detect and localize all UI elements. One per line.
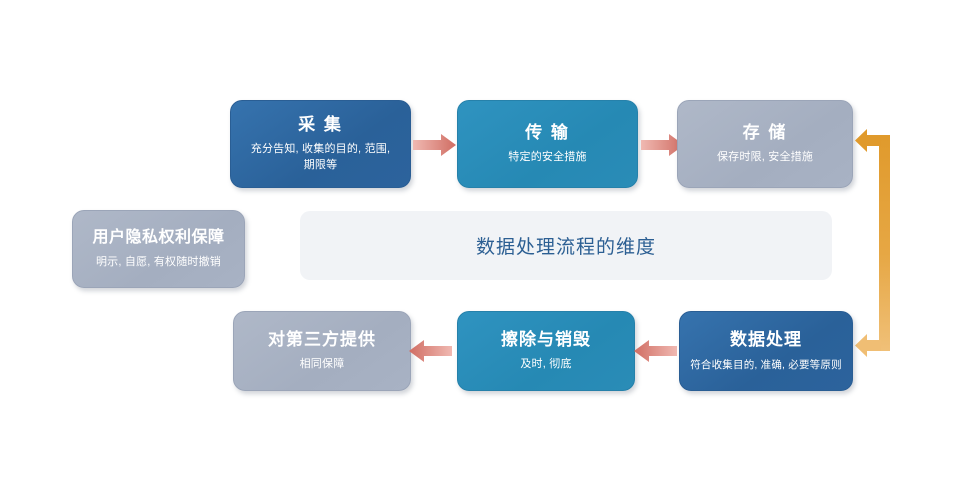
process-box-title: 对第三方提供 xyxy=(268,329,376,349)
process-box-subtitle: 相同保障 xyxy=(299,358,345,371)
process-box-subtitle: 保存时限, 安全措施 xyxy=(716,151,814,164)
process-box-subtitle-line1: 充分告知, 收集的目的, 范围, xyxy=(250,143,391,156)
process-box-transmission[interactable]: 传 输 特定的安全措施 xyxy=(457,100,638,188)
user-privacy-rights-title: 用户隐私权利保障 xyxy=(92,228,225,246)
process-box-title: 擦除与销毁 xyxy=(501,329,591,349)
process-box-title: 采 集 xyxy=(298,114,343,134)
process-box-third-party[interactable]: 对第三方提供 相同保障 xyxy=(233,311,411,391)
process-box-title: 数据处理 xyxy=(730,330,802,350)
arrow-collection-to-transmission xyxy=(413,134,456,156)
arrow-erasure-to-third-party xyxy=(409,340,452,362)
process-box-erasure-destruction[interactable]: 擦除与销毁 及时, 彻底 xyxy=(457,311,635,391)
center-title-text: 数据处理流程的维度 xyxy=(475,237,656,258)
user-privacy-rights-subtitle: 明示, 自愿, 有权随时撤销 xyxy=(95,255,222,268)
process-box-title: 存 储 xyxy=(742,122,788,142)
return-path-connector xyxy=(855,126,897,360)
arrow-processing-to-erasure xyxy=(634,340,677,362)
process-box-subtitle: 符合收集目的, 准确, 必要等原则 xyxy=(690,358,842,371)
process-box-storage[interactable]: 存 储 保存时限, 安全措施 xyxy=(677,100,853,188)
user-privacy-rights-box[interactable]: 用户隐私权利保障 明示, 自愿, 有权随时撤销 xyxy=(72,210,245,288)
process-box-subtitle-line2: 期限等 xyxy=(303,159,338,172)
process-box-subtitle: 特定的安全措施 xyxy=(508,151,587,164)
process-box-collection[interactable]: 采 集 充分告知, 收集的目的, 范围, 期限等 xyxy=(230,100,411,188)
center-title-panel: 数据处理流程的维度 xyxy=(300,211,832,280)
process-box-subtitle: 充分告知, 收集的目的, 范围, 期限等 xyxy=(251,142,390,174)
arrow-transmission-to-storage xyxy=(641,134,684,156)
process-box-subtitle: 及时, 彻底 xyxy=(520,358,572,371)
process-box-title: 传 输 xyxy=(525,122,570,142)
process-box-data-processing[interactable]: 数据处理 符合收集目的, 准确, 必要等原则 xyxy=(679,311,853,391)
